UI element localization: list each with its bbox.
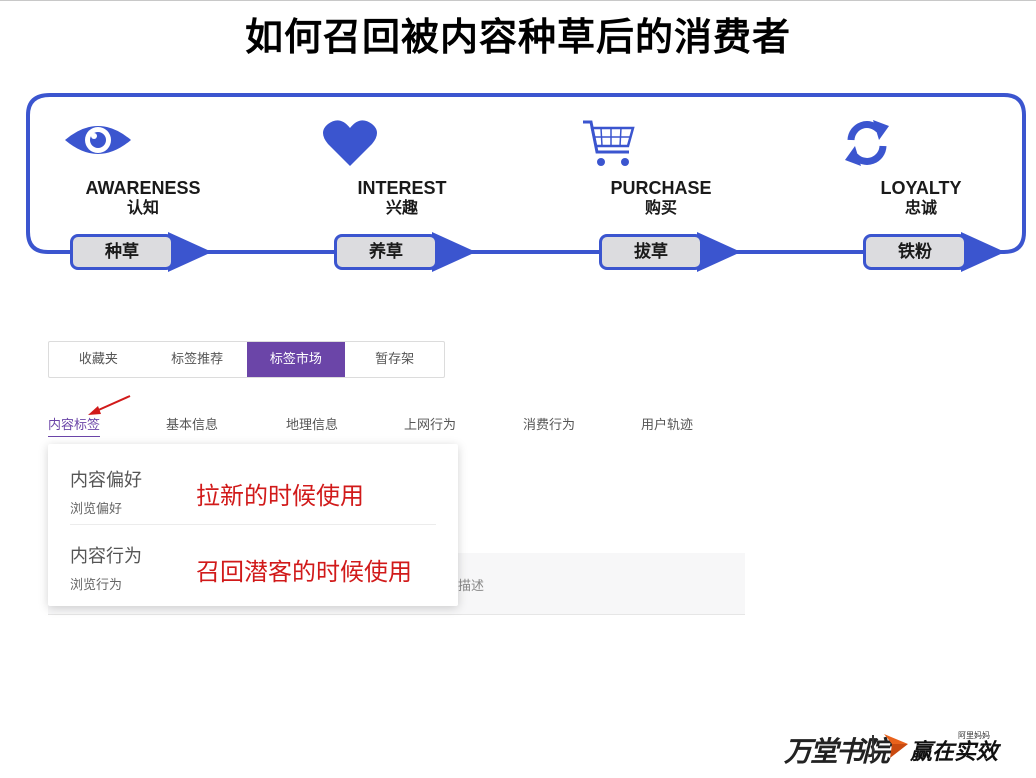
stage-label-cn: 购买 [644,198,677,217]
stage-loyalty: LOYALTY 忠诚 [841,118,1001,217]
phase-seeding: 种草 [70,234,174,270]
journey-loop [26,93,1026,272]
slogan-logo: 赢在实效 [910,740,999,765]
subnav-content-tags[interactable]: 内容标签 [48,418,101,433]
subnav-user-trajectory[interactable]: 用户轨迹 [641,418,694,433]
subnav-online-behavior[interactable]: 上网行为 [404,418,457,433]
top-border [0,0,1036,1]
phase-loyal-fans: 铁粉 [863,234,967,270]
tab-favorites[interactable]: 收藏夹 [78,352,118,367]
refresh-icon [841,118,1001,174]
footer-separator [872,735,874,761]
phase-conversion: 拔草 [599,234,703,270]
tag-category-nav: 内容标签 基本信息 地理信息 上网行为 消费行为 用户轨迹 [48,414,748,437]
stage-awareness: AWARENESS 认知 [63,118,223,217]
stage-label-cn: 认知 [126,198,159,217]
stage-label-en: PURCHASE [610,178,712,198]
dropdown-item-content-behavior[interactable]: 内容行为 浏览行为 召回潜客的时候使用 [70,524,436,600]
subnav-geo-info[interactable]: 地理信息 [286,418,339,433]
customer-journey-diagram: AWARENESS 认知 INTEREST 兴趣 PURCHASE 购买 [0,0,1036,300]
dropdown-divider [70,524,436,525]
subnav-consumption-behavior[interactable]: 消费行为 [523,418,576,433]
active-subnav-underline [48,436,100,437]
dropdown-item-content-preference[interactable]: 内容偏好 浏览偏好 拉新的时候使用 [70,448,436,524]
dropdown-item-title: 内容偏好 [70,470,142,491]
annotation-arrow-icon [86,394,132,422]
description-column-header: 描述 [458,579,485,594]
tag-tabs: 收藏夹 标签推荐 标签市场 暂存架 [48,341,445,378]
stage-label-en: INTEREST [357,178,447,198]
subnav-basic-info[interactable]: 基本信息 [166,418,219,433]
annotation-note: 召回潜客的时候使用 [196,558,412,586]
slide-title: 如何召回被内容种草后的消费者 [244,15,791,59]
phase-nurturing: 养草 [334,234,438,270]
dropdown-item-subtitle: 浏览偏好 [70,502,123,517]
dropdown-item-subtitle: 浏览行为 [70,578,123,593]
stage-label-cn: 兴趣 [385,198,418,217]
stage-label-cn: 忠诚 [904,198,937,217]
stage-label-en: AWARENESS [85,178,201,198]
annotation-note: 拉新的时候使用 [196,482,364,510]
tab-staging-shelf[interactable]: 暂存架 [375,352,415,367]
stage-purchase: PURCHASE 购买 [581,118,741,217]
heart-icon [322,118,482,174]
stage-interest: INTEREST 兴趣 [322,118,482,217]
stage-label-en: LOYALTY [880,178,962,198]
tab-tag-recommend[interactable]: 标签推荐 [171,352,224,367]
cart-icon [581,118,741,174]
bird-logo-icon [882,730,910,764]
dropdown-item-title: 内容行为 [70,546,142,567]
content-tags-dropdown: 内容偏好 浏览偏好 拉新的时候使用 内容行为 浏览行为 召回潜客的时候使用 [48,444,458,606]
alimama-small-label: 阿里妈妈 [958,731,990,740]
tab-tag-market[interactable]: 标签市场 [246,342,346,377]
eye-icon [63,118,223,174]
